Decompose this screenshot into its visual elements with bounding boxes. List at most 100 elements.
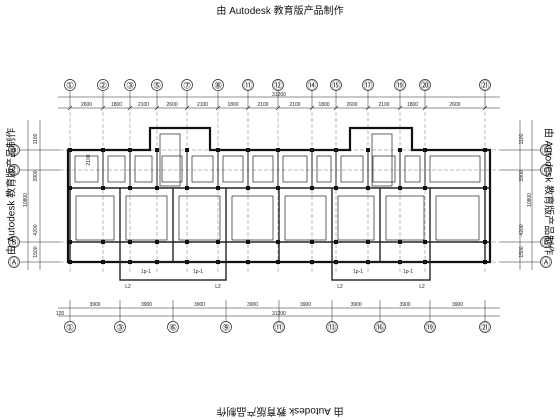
axis-label-bottom: ㉑ <box>480 323 489 333</box>
column <box>483 186 487 190</box>
column <box>366 148 370 152</box>
axis-label-bottom: ⑥ <box>169 323 177 333</box>
slab-label: 1p-1 <box>403 269 413 275</box>
column <box>398 148 402 152</box>
axis-bubble-bottom <box>424 321 436 333</box>
dimension-overall-left: 10800 <box>23 193 29 207</box>
axis-bubble-bottom <box>479 321 491 333</box>
stair-panel <box>371 133 393 187</box>
axis-label-top: ⑲ <box>395 81 404 91</box>
column <box>68 148 72 152</box>
axis-bubble-top <box>212 79 224 91</box>
axis-label-top: ⑮ <box>331 81 340 91</box>
column <box>128 240 132 244</box>
slab-label: 1p-1 <box>193 269 203 275</box>
dimension-bottom: 3900 <box>247 302 258 308</box>
column <box>216 148 220 152</box>
slab-panel-upper <box>161 155 183 183</box>
slab-panel-upper <box>222 155 244 183</box>
axis-label-top: ⑪ <box>243 81 252 91</box>
axis-bubble-top <box>330 79 342 91</box>
slab-panel-lower <box>125 195 168 241</box>
balcony <box>119 261 227 281</box>
slab-panel-upper <box>252 155 274 183</box>
column <box>246 260 250 264</box>
column <box>155 186 159 190</box>
axis-bubble-left <box>8 164 20 176</box>
slab-panel-lower <box>178 195 221 241</box>
dimension-top: 1800 <box>407 102 418 108</box>
column <box>334 240 338 244</box>
column <box>366 186 370 190</box>
dimension-right: 4200 <box>519 224 525 235</box>
dimension-bottom: 3900 <box>89 302 100 308</box>
column <box>185 240 189 244</box>
dimension-tick-top <box>215 105 221 111</box>
dimension-overall-bottom: 31200 <box>272 311 286 317</box>
column <box>423 186 427 190</box>
column <box>185 186 189 190</box>
dimension-bottom: 3900 <box>399 302 410 308</box>
watermark-top: 由 Autodesk 教育版产品制作 <box>216 6 344 17</box>
column <box>398 240 402 244</box>
slab-label: 1p-1 <box>353 269 363 275</box>
column <box>128 148 132 152</box>
axis-bubble-right <box>540 236 552 248</box>
column <box>483 260 487 264</box>
axis-label-right: Ⓓ <box>541 146 550 156</box>
axis-label-top: ⑰ <box>363 81 372 91</box>
dimension-tick-top <box>333 105 339 111</box>
column <box>101 186 105 190</box>
dimension-left: 1500 <box>33 246 39 257</box>
column <box>310 260 314 264</box>
dimension-tick-top <box>309 105 315 111</box>
column <box>310 186 314 190</box>
column <box>276 260 280 264</box>
axis-label-top: ㉑ <box>480 81 489 91</box>
axis-bubble-top <box>124 79 136 91</box>
balcony-label: L2 <box>125 284 131 290</box>
dimension-top: 1800 <box>111 102 122 108</box>
slab-panel-upper <box>282 155 308 183</box>
dimension-top: 2600 <box>81 102 92 108</box>
axis-bubble-right <box>540 144 552 156</box>
column <box>185 148 189 152</box>
dimension-right: 1500 <box>519 246 525 257</box>
dimension-tick-top <box>397 105 403 111</box>
axis-label-bottom: ⑨ <box>222 323 230 333</box>
dimension-inner: 2100 <box>86 154 92 165</box>
stair-panel <box>159 133 181 187</box>
balcony-label: L2 <box>419 284 425 290</box>
dimension-right: 3900 <box>519 170 525 181</box>
dimension-tick-top <box>67 105 73 111</box>
axis-bubble-top <box>64 79 76 91</box>
dimension-top: 2100 <box>257 102 268 108</box>
column <box>246 240 250 244</box>
column <box>155 148 159 152</box>
axis-label-right: Ⓑ <box>541 238 550 248</box>
axis-bubble-left <box>8 256 20 268</box>
slab-panel-upper <box>316 155 332 183</box>
axis-bubble-right <box>540 164 552 176</box>
dimension-left: 4200 <box>33 224 39 235</box>
axis-label-top: ⑳ <box>420 81 429 91</box>
axis-label-right: Ⓐ <box>541 258 550 268</box>
dimension-top: 2600 <box>346 102 357 108</box>
column <box>276 186 280 190</box>
column <box>423 148 427 152</box>
axis-bubble-bottom <box>326 321 338 333</box>
column <box>101 148 105 152</box>
axis-label-bottom: ⑲ <box>425 323 434 333</box>
column <box>246 186 250 190</box>
slab-panel-upper <box>372 155 396 183</box>
axis-bubble-bottom <box>114 321 126 333</box>
balcony-label: L2 <box>215 284 221 290</box>
column <box>101 260 105 264</box>
exterior-wall <box>66 126 492 264</box>
column <box>334 186 338 190</box>
axis-bubble-top <box>242 79 254 91</box>
watermark-right: 由 Autodesk 教育版产品制作 <box>542 127 554 256</box>
axis-bubble-top <box>479 79 491 91</box>
column <box>68 240 72 244</box>
